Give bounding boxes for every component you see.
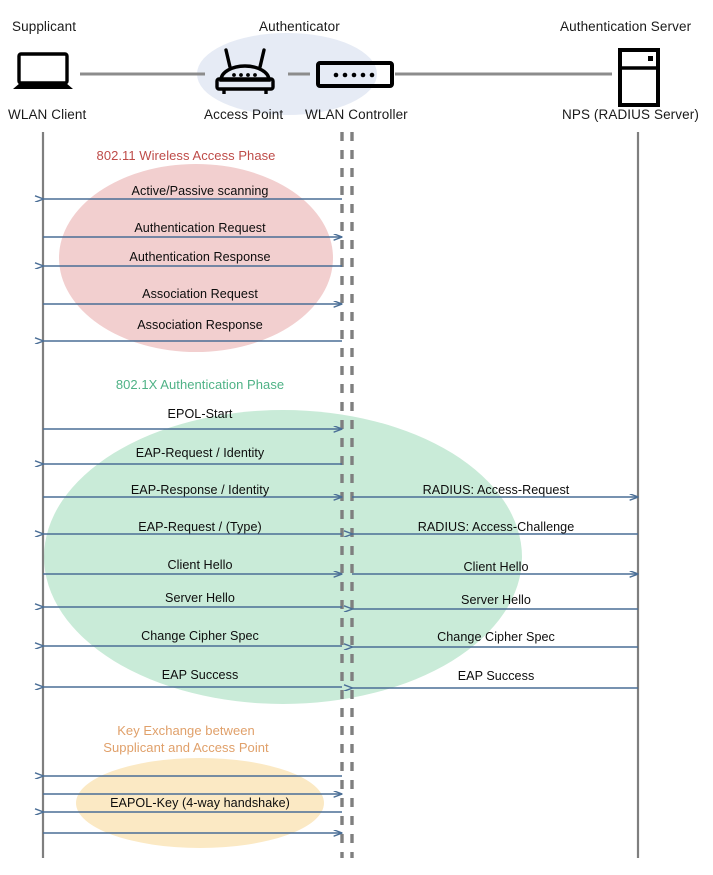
server-icon — [618, 48, 660, 107]
message-label: Authentication Request — [134, 221, 266, 235]
message-label: EAP-Response / Identity — [130, 483, 270, 497]
phase-ellipse-dot1x-authentication-phase — [44, 410, 522, 704]
wlan-controller-icon — [316, 61, 394, 88]
message-label: Association Response — [137, 318, 263, 332]
phase-label-wireless-access: 802.11 Wireless Access Phase — [96, 148, 276, 163]
actor-name-wlan-client: WLAN Client — [8, 107, 87, 122]
message-label: Authentication Response — [129, 250, 271, 264]
access-point-icon — [215, 48, 275, 94]
message-label: Client Hello — [167, 558, 233, 572]
phase-ellipse-wireless-access-phase — [59, 164, 333, 352]
message-label: RADIUS: Access-Challenge — [417, 520, 575, 534]
message-label: Change Cipher Spec — [437, 630, 555, 644]
actor-name-nps-radius-server: NPS (RADIUS Server) — [562, 107, 699, 122]
message-label: EAP Success — [457, 669, 535, 683]
authenticator-highlight-ellipse — [197, 33, 377, 115]
actor-name-access-point: Access Point — [204, 107, 284, 122]
message-label: Active/Passive scanning — [131, 184, 269, 198]
message-label: RADIUS: Access-Request — [422, 483, 570, 497]
message-label: Client Hello — [463, 560, 529, 574]
phase-label-key-exchange-line1: Key Exchange between — [117, 723, 255, 738]
message-label: Server Hello — [165, 591, 235, 605]
message-label: EAPOL-Key (4-way handshake) — [110, 796, 290, 810]
actor-role-supplicant: Supplicant — [12, 19, 77, 34]
actor-name-wlan-controller: WLAN Controller — [305, 107, 408, 122]
phase-ellipse-key-exchange-phase — [76, 758, 324, 848]
message-label: Server Hello — [461, 593, 531, 607]
actor-role-authenticator: Authenticator — [259, 19, 340, 34]
phase-label-key-exchange: Key Exchange between Supplicant and Acce… — [103, 722, 268, 756]
message-label: Change Cipher Spec — [141, 629, 259, 643]
message-label: Association Request — [142, 287, 258, 301]
message-label: EAP-Request / (Type) — [138, 520, 262, 534]
message-label: EAP Success — [161, 668, 239, 682]
message-label: EAP-Request / Identity — [135, 446, 265, 460]
phase-label-dot1x-authentication: 802.1X Authentication Phase — [115, 377, 285, 392]
phase-label-key-exchange-line2: Supplicant and Access Point — [103, 740, 269, 755]
laptop-icon — [13, 52, 73, 89]
message-label: EPOL-Start — [167, 407, 233, 421]
actor-role-authentication-server: Authentication Server — [560, 19, 692, 34]
